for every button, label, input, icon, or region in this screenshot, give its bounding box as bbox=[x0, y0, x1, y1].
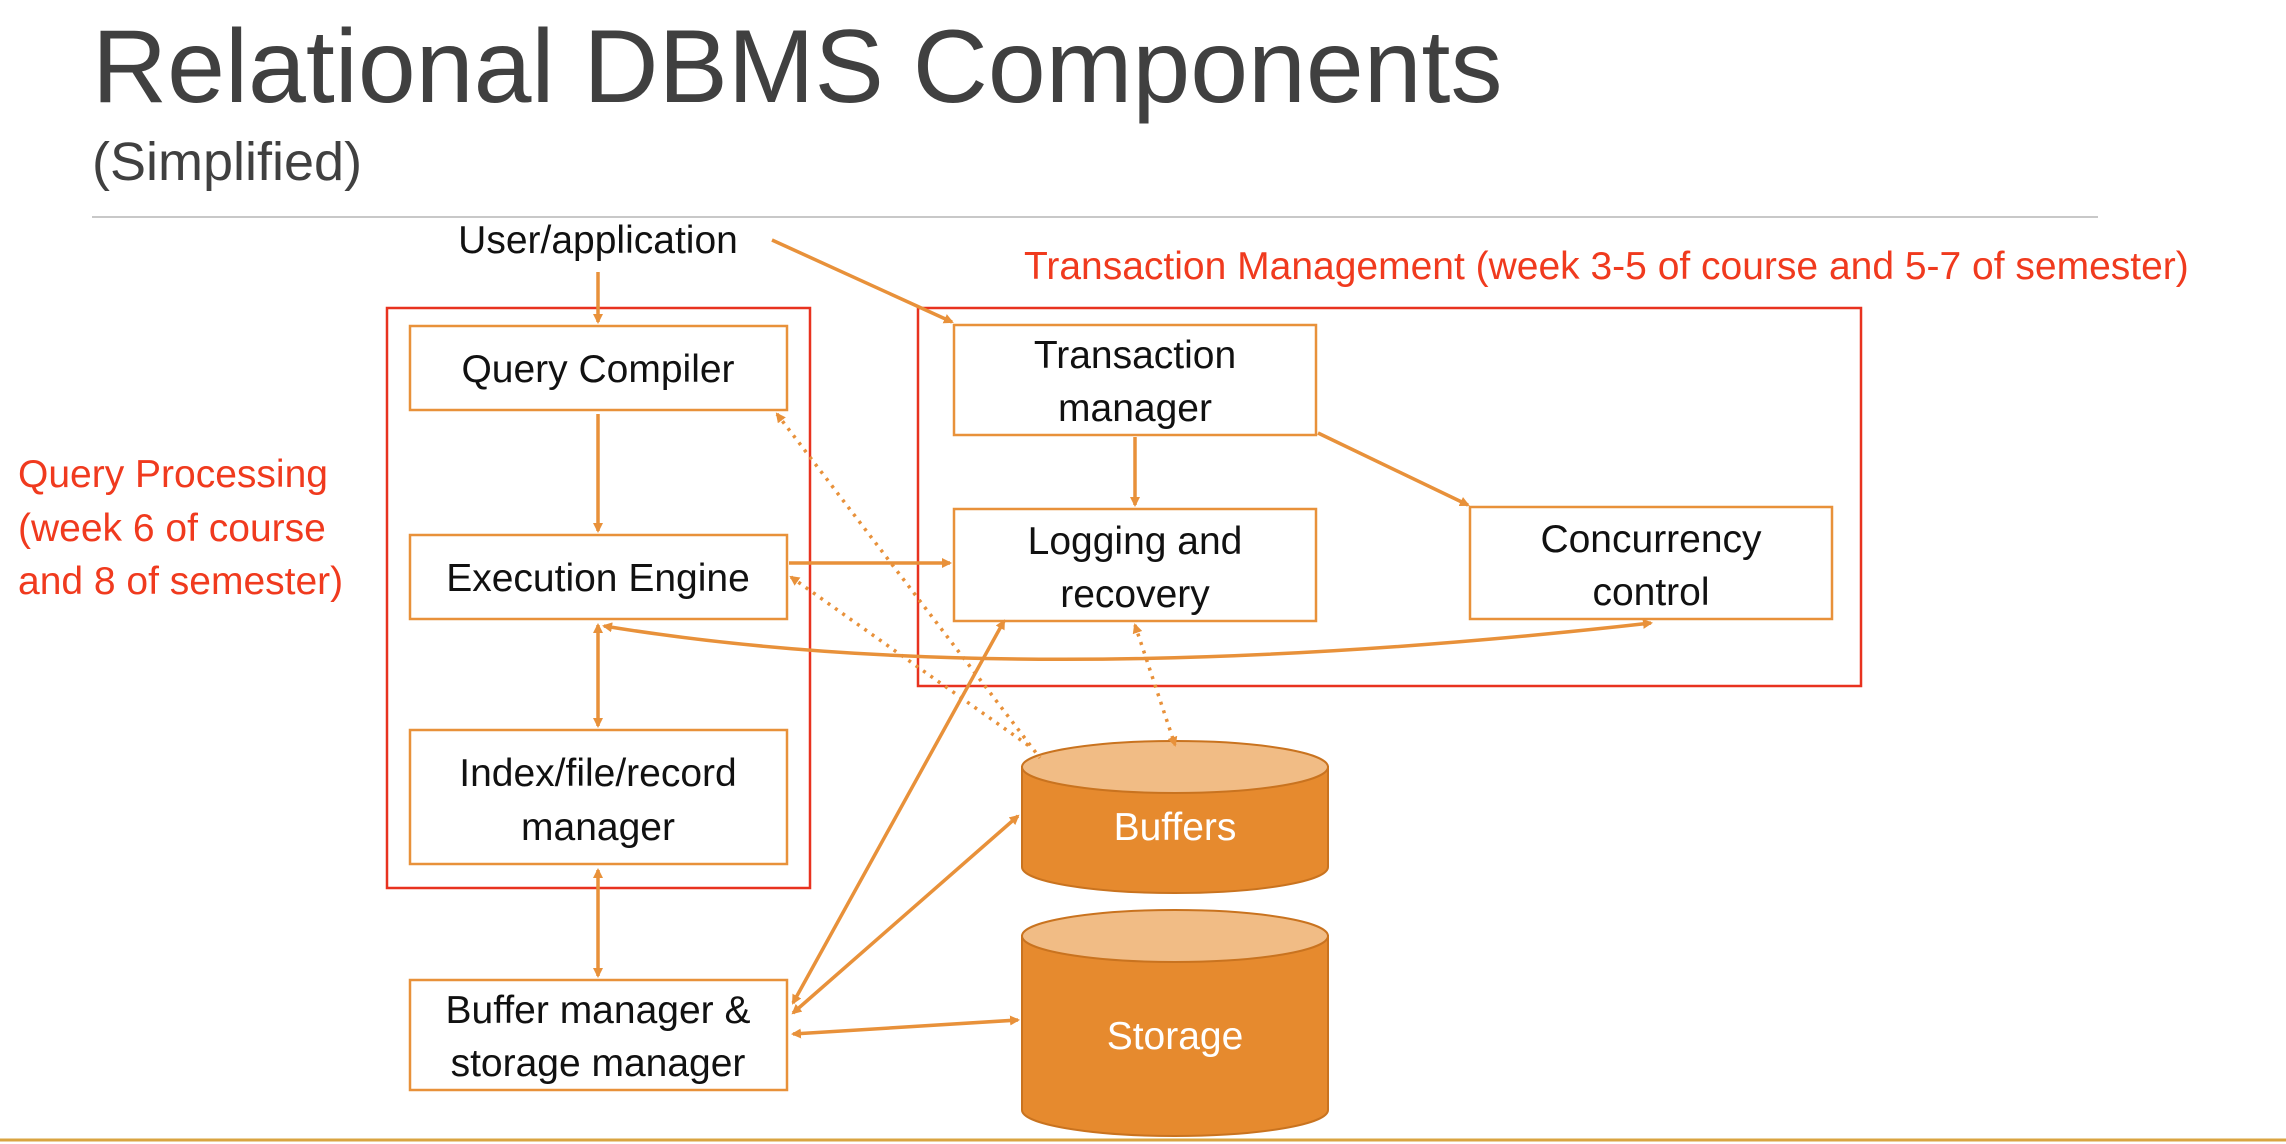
logging-label-line2: recovery bbox=[1060, 573, 1210, 616]
dotted-arrow-buffers-compiler bbox=[775, 412, 1042, 760]
transaction-management-frame bbox=[916, 306, 1863, 688]
index-manager-label-line1: Index/file/record bbox=[459, 752, 736, 795]
transaction-manager-label-line1: Transaction bbox=[1034, 334, 1236, 377]
buffer-storage-label-line1: Buffer manager & bbox=[446, 989, 751, 1032]
index-file-record-manager-box: Index/file/record manager bbox=[408, 728, 789, 866]
query-processing-label-line2: (week 6 of course bbox=[18, 507, 326, 550]
transaction-manager-label-line2: manager bbox=[1058, 387, 1212, 430]
arrow-transaction-to-concurrency bbox=[1317, 431, 1470, 507]
storage-label: Storage bbox=[1107, 1015, 1244, 1058]
query-compiler-label: Query Compiler bbox=[461, 348, 734, 391]
execution-engine-label: Execution Engine bbox=[446, 557, 750, 600]
buffers-label: Buffers bbox=[1114, 806, 1237, 849]
concurrency-control-box: Concurrency control bbox=[1468, 505, 1834, 621]
arrow-engine-concurrency bbox=[602, 618, 1653, 662]
logging-label-line1: Logging and bbox=[1028, 520, 1243, 563]
user-application-label: User/application bbox=[458, 219, 738, 262]
query-compiler-box: Query Compiler bbox=[408, 324, 789, 412]
buffer-storage-manager-box: Buffer manager & storage manager bbox=[408, 978, 789, 1092]
index-manager-label-line2: manager bbox=[521, 806, 675, 849]
storage-cylinder: Storage bbox=[1021, 909, 1329, 1137]
arrow-storage-manager-storage bbox=[791, 1015, 1020, 1039]
slide-title: Relational DBMS Components bbox=[92, 9, 1503, 125]
concurrency-label-line1: Concurrency bbox=[1540, 518, 1762, 561]
transaction-management-label: Transaction Management (week 3-5 of cour… bbox=[1024, 245, 2189, 288]
logging-recovery-box: Logging and recovery bbox=[952, 507, 1318, 623]
buffers-cylinder: Buffers bbox=[1021, 740, 1329, 894]
arrow-user-to-transaction-manager bbox=[771, 238, 954, 324]
slide-subtitle: (Simplified) bbox=[92, 132, 363, 192]
execution-engine-box: Execution Engine bbox=[408, 533, 789, 621]
dotted-arrow-logging-buffers bbox=[1132, 623, 1178, 747]
arrow-storage-manager-logging bbox=[791, 619, 1006, 1005]
transaction-manager-box: Transaction manager bbox=[952, 323, 1318, 437]
buffer-storage-label-line2: storage manager bbox=[451, 1042, 746, 1085]
query-processing-label-line3: and 8 of semester) bbox=[18, 560, 343, 603]
arrow-storage-manager-buffers bbox=[791, 814, 1020, 1015]
concurrency-label-line2: control bbox=[1592, 571, 1709, 614]
query-processing-label: Query Processing bbox=[18, 453, 328, 496]
